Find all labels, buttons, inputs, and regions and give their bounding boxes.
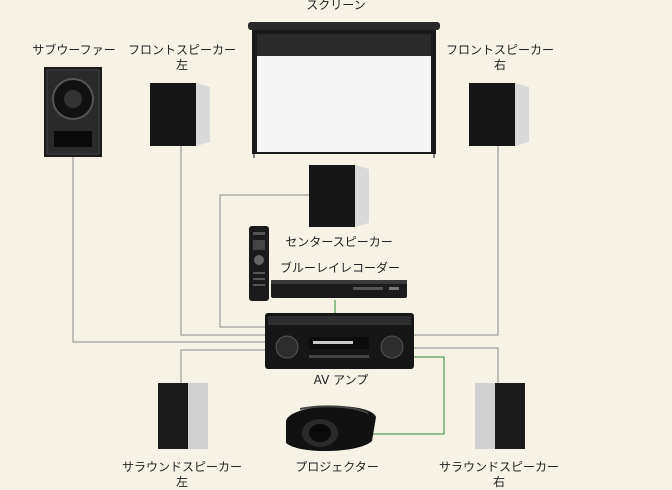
projector-label: プロジェクター <box>295 460 379 474</box>
surround-left-label: サラウンドスピーカー 左 <box>116 460 248 490</box>
front-speaker-left <box>150 83 210 146</box>
av-amp-label: AV アンプ <box>313 373 369 387</box>
screen-label: スクリーン <box>306 0 366 12</box>
bluray-recorder <box>271 280 407 298</box>
surround-left-wire <box>180 349 268 384</box>
surround-left-label-line1: サラウンドスピーカー <box>121 460 242 474</box>
front-right-label-line2: 右 <box>493 58 506 72</box>
surround-right-label-line1: サラウンドスピーカー <box>438 460 559 474</box>
front-right-label: フロントスピーカー 右 <box>438 43 562 73</box>
surround-speaker-left <box>158 383 208 449</box>
front-left-label-line1: フロントスピーカー <box>127 43 236 57</box>
front-right-label-line1: フロントスピーカー <box>445 43 554 57</box>
subwoofer-wire <box>72 156 268 343</box>
front-right-wire <box>412 146 499 336</box>
front-left-wire <box>180 146 268 336</box>
projector <box>286 405 376 452</box>
remote-control <box>249 226 269 301</box>
surround-right-label: サラウンドスピーカー 右 <box>433 460 565 490</box>
front-speaker-right <box>469 83 529 146</box>
center-label: センタースピーカー <box>285 235 393 249</box>
surround-left-label-line2: 左 <box>175 475 188 489</box>
center-speaker <box>309 165 369 227</box>
front-left-label-line2: 左 <box>175 58 188 72</box>
surround-right-label-line2: 右 <box>492 475 505 489</box>
center-wire <box>219 194 316 328</box>
bluray-label: ブルーレイレコーダー <box>279 261 400 275</box>
projection-screen <box>248 22 440 158</box>
av-amplifier <box>265 313 414 369</box>
subwoofer-label: サブウーファー <box>32 43 116 57</box>
projector-hdmi-wire <box>372 356 445 435</box>
subwoofer <box>44 67 102 157</box>
front-left-label: フロントスピーカー 左 <box>120 43 244 73</box>
surround-right-wire <box>412 347 499 384</box>
surround-speaker-right <box>475 383 525 449</box>
